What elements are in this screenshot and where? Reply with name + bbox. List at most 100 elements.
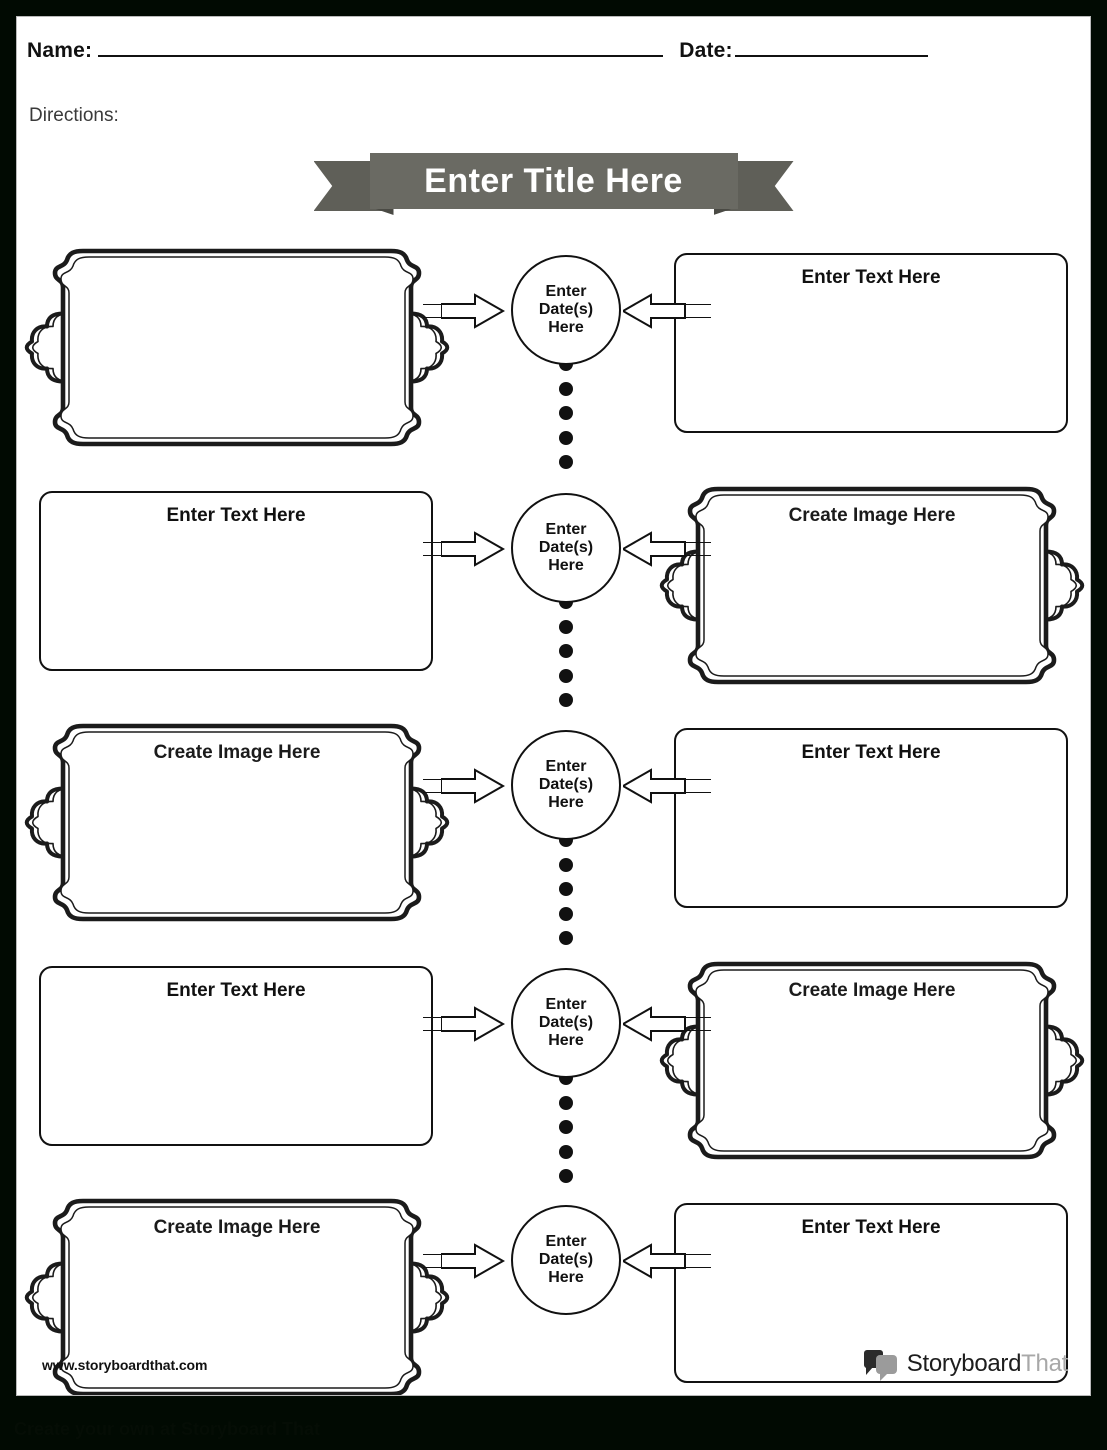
connector-shaft-right [681, 304, 711, 318]
speech-bubbles-icon [863, 1349, 898, 1381]
date-node-line: Date(s) [538, 538, 594, 556]
timeline-cell-right: Create Image Here [659, 483, 1085, 688]
connector-dot [559, 1095, 573, 1110]
connector-dot [559, 1120, 573, 1134]
connector-shaft-right [681, 542, 711, 556]
text-card[interactable]: Enter Text Here [674, 728, 1068, 908]
connector-dot [559, 1169, 573, 1183]
timeline-cell-left: Create Image Here [24, 720, 450, 925]
timeline-cell-right: Create Image Here [659, 958, 1085, 1163]
connector-shaft-left [423, 1254, 447, 1268]
arrow-right-icon [441, 293, 505, 329]
connector-dot [559, 906, 573, 921]
arrow-left-icon [623, 1006, 687, 1042]
connector-dot [559, 693, 573, 707]
arrow-left-icon [623, 293, 687, 329]
date-node-line: Enter [545, 995, 587, 1013]
dotted-connector [558, 1071, 574, 1183]
timeline-cell-left [24, 245, 450, 450]
connector-shaft-left [423, 542, 447, 556]
dotted-connector [558, 357, 574, 469]
date-node-line: Date(s) [538, 300, 594, 318]
connector-shaft-right [681, 1254, 711, 1268]
date-node-line: Date(s) [538, 1250, 594, 1268]
card-caption: Create Image Here [788, 980, 956, 1001]
card-caption: Enter Text Here [166, 980, 306, 1001]
arrow-left-icon [623, 768, 687, 804]
timeline-cell-left: Enter Text Here [39, 958, 435, 1163]
dotted-connector [558, 833, 574, 945]
date-write-line[interactable] [734, 55, 928, 57]
brand-primary-text: Storyboard [906, 1350, 1022, 1377]
worksheet-page: Name: Date: Directions: Enter Title Here [16, 16, 1091, 1396]
date-node-line: Here [548, 1032, 584, 1050]
date-node-line: Enter [545, 757, 587, 775]
brand-wordmark: StoryboardThat [906, 1350, 1069, 1378]
connector-shaft-right [681, 1017, 711, 1031]
bottom-cta-bar: Create your own at Storyboard That [0, 1412, 1107, 1450]
date-node-line: Enter [545, 282, 587, 300]
connector-dot [559, 668, 573, 683]
connector-dot [559, 857, 573, 872]
connector-dot [559, 381, 573, 396]
student-info-row: Name: Date: [27, 39, 1067, 73]
connector-dot [559, 882, 573, 896]
ribbon-shape: Enter Title Here [313, 153, 794, 219]
card-caption: Enter Text Here [801, 267, 941, 288]
dotted-connector [558, 595, 574, 707]
card-caption: Create Image Here [788, 505, 956, 526]
connector-dot [559, 931, 573, 945]
ornate-frame-card[interactable]: Create Image Here [21, 720, 453, 925]
text-card[interactable]: Enter Text Here [39, 491, 433, 671]
title-banner: Enter Title Here [17, 153, 1090, 223]
ornate-frame-card[interactable]: Create Image Here [21, 1195, 453, 1395]
card-caption: Enter Text Here [166, 505, 306, 526]
date-node-line: Date(s) [538, 1013, 594, 1031]
title-text: Enter Title Here [424, 162, 683, 200]
cta-text: Create your own at Storyboard That [14, 1419, 321, 1439]
ribbon-band[interactable]: Enter Title Here [369, 153, 738, 209]
directions-label: Directions: [29, 105, 119, 126]
connector-shaft-left [423, 304, 447, 318]
timeline-cell-left: Create Image Here [24, 1195, 450, 1395]
text-card[interactable]: Enter Text Here [674, 253, 1068, 433]
date-node-line: Here [548, 1269, 584, 1287]
brand-logo: StoryboardThat [863, 1349, 1069, 1381]
date-label: Date: [679, 39, 733, 62]
ornate-frame-card[interactable]: Create Image Here [656, 958, 1088, 1163]
date-node-line: Here [548, 557, 584, 575]
date-node-line: Here [548, 319, 584, 337]
arrow-right-icon [441, 1006, 505, 1042]
name-write-line[interactable] [98, 55, 664, 57]
connector-shaft-right [681, 779, 711, 793]
text-card[interactable]: Enter Text Here [39, 966, 433, 1146]
connector-dot [559, 430, 573, 445]
arrow-right-icon [441, 1243, 505, 1279]
ornate-frame-card[interactable]: Create Image Here [656, 483, 1088, 688]
connector-shaft-left [423, 779, 447, 793]
card-caption: Create Image Here [153, 742, 321, 763]
date-node-line: Here [548, 794, 584, 812]
connector-dot [559, 644, 573, 658]
connector-dot [559, 455, 573, 469]
arrow-right-icon [441, 531, 505, 567]
card-caption: Enter Text Here [801, 1217, 941, 1238]
card-caption: Enter Text Here [801, 742, 941, 763]
ornate-frame-card[interactable] [21, 245, 453, 450]
name-label: Name: [27, 39, 93, 62]
date-node-line: Enter [545, 1232, 587, 1250]
site-url-label: www.storyboardthat.com [42, 1357, 208, 1373]
arrow-right-icon [441, 768, 505, 804]
connector-dot [559, 1144, 573, 1159]
connector-shaft-left [423, 1017, 447, 1031]
